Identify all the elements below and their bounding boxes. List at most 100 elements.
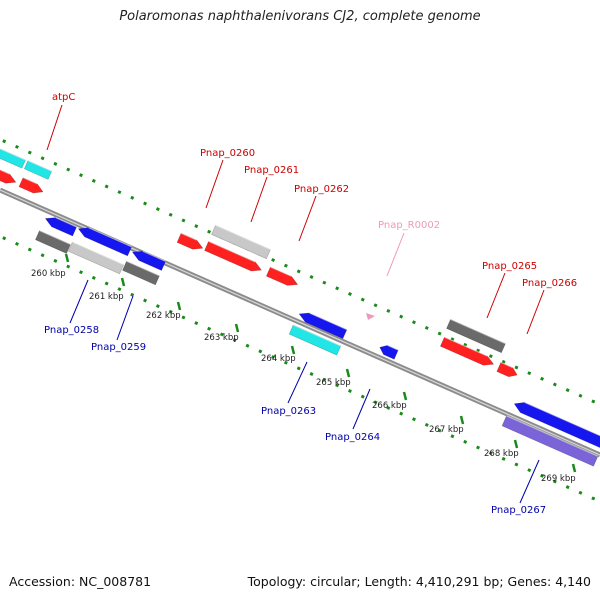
lower-track-dot	[27, 247, 32, 252]
lower-track-dot	[463, 439, 468, 444]
gene-pnap-0265b-highlight	[444, 336, 488, 357]
lower-track-dot	[360, 394, 365, 399]
gene-pnap-0267a-highlight	[524, 401, 600, 437]
upper-track-dot	[2, 139, 7, 144]
lower-track-dot	[219, 332, 224, 337]
lower-track-dot	[335, 383, 340, 388]
upper-tick-track	[2, 139, 596, 404]
lower-track-dot	[347, 389, 352, 393]
lower-track-dot	[91, 275, 96, 280]
gene-label-pnap-0263[interactable]: Pnap_0263	[261, 406, 316, 417]
lower-track-dot	[66, 264, 71, 269]
upper-track-dot	[117, 190, 122, 195]
upper-track-dot	[271, 258, 276, 263]
upper-track-dot	[437, 331, 442, 336]
gene-label-pnap-0258[interactable]: Pnap_0258	[44, 325, 99, 336]
gene-label-pnap-0267[interactable]: Pnap_0267	[491, 505, 546, 516]
upper-track-dot	[347, 292, 352, 296]
kbp-tick	[459, 415, 465, 425]
scale-label-265: 265 kbp	[316, 378, 351, 388]
gene-pnap-0260-highlight	[180, 232, 197, 241]
upper-track-dot	[155, 207, 160, 212]
kbp-tick	[402, 391, 408, 401]
gene-pnap-0267b-highlight	[506, 415, 599, 457]
lower-track-dot	[53, 258, 58, 263]
lower-track-dot	[245, 343, 250, 348]
lower-track-dot	[283, 360, 288, 365]
upper-track-dot	[424, 325, 429, 330]
gene-pnap-0263b-highlight	[292, 324, 342, 347]
gene-pnap-0258b-highlight	[88, 227, 132, 248]
upper-track-dot	[296, 269, 301, 274]
lower-track-dot	[117, 287, 122, 292]
upper-track-dot	[53, 161, 58, 166]
gene-pnap-0262	[265, 266, 299, 286]
upper-track-dot	[360, 297, 365, 302]
upper-track-dot	[578, 393, 583, 398]
upper-track-dot	[476, 348, 480, 353]
upper-track-dot	[194, 224, 199, 229]
gene-label-atpc[interactable]: atpC	[52, 92, 75, 103]
lower-track-dot	[527, 468, 532, 473]
upper-track-dot	[501, 359, 506, 364]
gene-label-pnap-0266[interactable]: Pnap_0266	[522, 278, 577, 289]
accession-text: Accession: NC_008781	[9, 574, 152, 589]
leader-pnap-0263	[287, 361, 308, 404]
upper-track-dot	[143, 201, 148, 206]
lower-track-dot	[488, 451, 493, 456]
lower-track-dot	[194, 321, 199, 326]
upper-track-dot	[309, 275, 314, 279]
lower-track-dot	[15, 241, 19, 246]
gene-label-pnap-0265[interactable]: Pnap_0265	[482, 261, 537, 272]
gene-label-pnap-0261[interactable]: Pnap_0261	[244, 165, 299, 176]
leader-pnap-0264	[352, 388, 371, 430]
upper-track-dot	[591, 399, 596, 404]
kbp-ticks	[64, 253, 577, 473]
scale-label-261: 261 kbp	[89, 292, 124, 302]
gene-label-pnap-0260[interactable]: Pnap_0260	[200, 148, 255, 159]
upper-track-dot	[91, 178, 96, 183]
leader-pnap-0265	[486, 272, 506, 319]
upper-track-dot	[283, 263, 288, 268]
gene-red-b-highlight	[22, 177, 38, 185]
lower-track-dot	[591, 496, 596, 501]
gene-label-pnap-0264[interactable]: Pnap_0264	[325, 432, 380, 443]
gene-red-b	[18, 177, 44, 194]
upper-track-dot	[207, 229, 212, 234]
gene-pnap-0260	[176, 232, 204, 250]
upper-track-dot	[335, 286, 340, 291]
upper-track-dot	[450, 337, 455, 342]
leader-pnap-0262	[298, 195, 317, 242]
upper-track-dot	[540, 376, 545, 381]
upper-track-dot	[488, 354, 493, 359]
gene-red-left	[0, 169, 17, 184]
scale-label-268: 268 kbp	[484, 449, 519, 459]
gene-cyan-left-highlight	[0, 148, 26, 161]
scale-label-267: 267 kbp	[429, 425, 464, 435]
leader-pnap-r0002	[386, 232, 405, 277]
gene-label-pnap-0262[interactable]: Pnap_0262	[294, 184, 349, 195]
gene-label-pnap-r0002[interactable]: Pnap_R0002	[378, 220, 440, 231]
gene-track	[0, 148, 600, 467]
lower-track-dot	[501, 456, 506, 461]
scale-label-266: 266 kbp	[372, 401, 407, 411]
kbp-tick	[513, 439, 519, 449]
gene-pnap-0259b-highlight	[126, 260, 160, 277]
scale-label-269: 269 kbp	[541, 474, 576, 484]
gene-pnap-0261b-highlight	[208, 240, 256, 263]
lower-track-dot	[399, 411, 404, 416]
scale-label-262: 262 kbp	[146, 311, 181, 321]
lower-track-dot	[2, 236, 7, 241]
gene-pnap-0263a-highlight	[309, 312, 348, 331]
upper-track-dot	[168, 212, 173, 217]
lower-track-dot	[514, 462, 519, 467]
lower-track-dot	[296, 366, 301, 371]
lower-track-dot	[258, 349, 263, 354]
lower-track-dot	[40, 253, 45, 258]
upper-track-dot	[322, 280, 327, 285]
upper-track-dot	[104, 184, 109, 189]
gene-red-left-highlight	[0, 169, 10, 175]
lower-track-dot	[79, 270, 83, 275]
gene-label-pnap-0259[interactable]: Pnap_0259	[91, 342, 146, 353]
